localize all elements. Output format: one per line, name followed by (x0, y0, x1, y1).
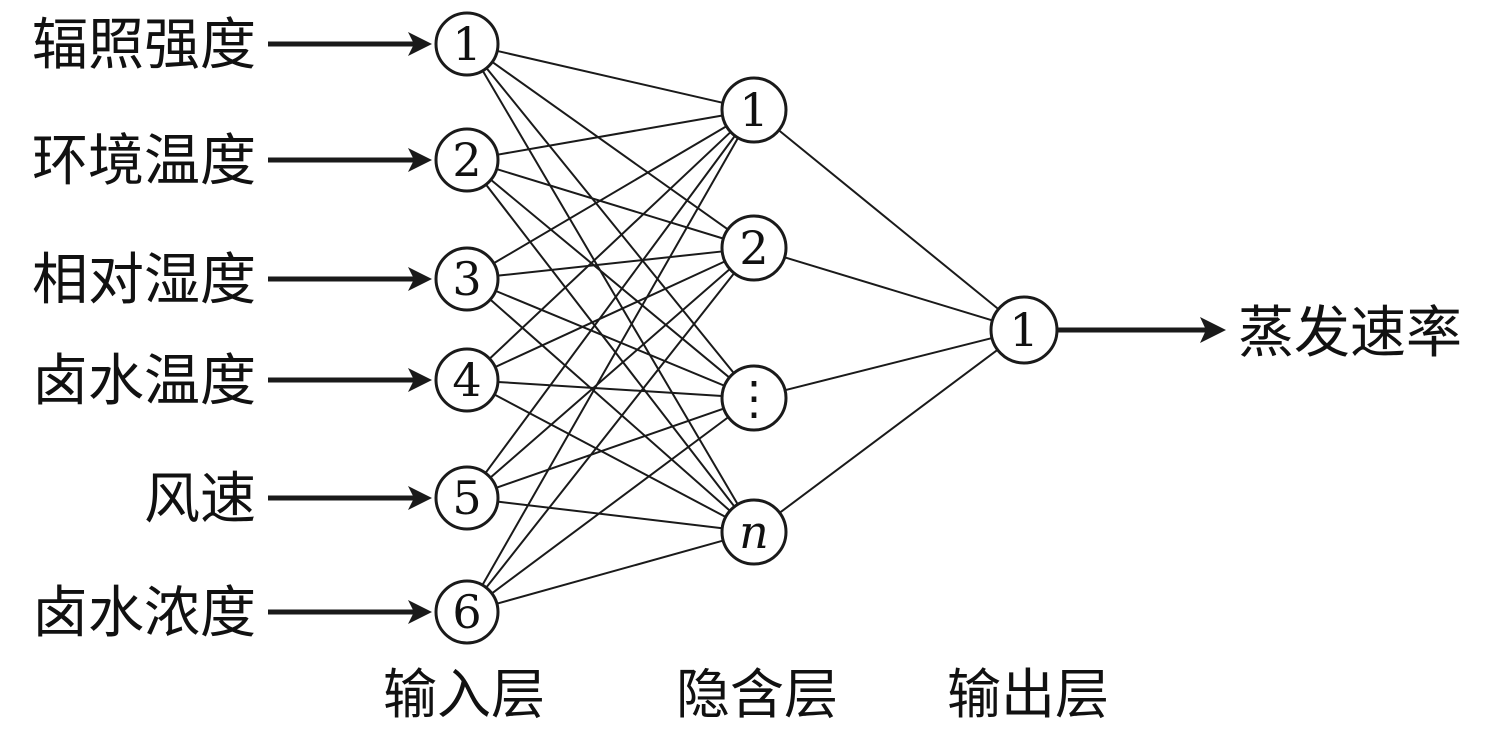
input-node-1-label: 1 (452, 17, 481, 71)
edge-input-2-hidden-2 (496, 168, 724, 240)
edge-input-3-hidden-3 (495, 289, 725, 387)
edge-input-3-hidden-1 (493, 125, 727, 265)
input-label-6: 卤水浓度 (32, 581, 256, 646)
hidden-node-2-label: 2 (739, 221, 768, 275)
input-layer-label: 输入层 (383, 663, 545, 726)
edge-input-6-hidden-1 (481, 137, 739, 586)
edge-input-6-hidden-2 (485, 272, 735, 589)
edge-input-5-hidden-4 (497, 500, 723, 530)
hidden-node-ellipsis (720, 364, 788, 432)
input-node-5 (434, 465, 500, 531)
output-arrowhead (1200, 317, 1226, 343)
input-arrowhead-1 (408, 32, 432, 56)
hidden-layer-nodes: 1 2 ⋮ n (720, 76, 788, 566)
hidden-node-n-label: n (739, 505, 769, 559)
input-node-1 (434, 11, 500, 77)
connections (481, 49, 1000, 605)
output-node-1-label: 1 (1009, 303, 1038, 357)
input-arrowhead-6 (408, 600, 432, 624)
input-arrowhead-2 (408, 148, 432, 172)
input-node-6-label: 6 (452, 585, 481, 639)
edge-input-5-hidden-2 (489, 268, 731, 479)
edge-input-4-hidden-1 (488, 131, 732, 360)
input-node-3-label: 3 (452, 252, 481, 306)
edge-input-5-hidden-1 (484, 135, 736, 474)
edge-input-3-hidden-4 (489, 298, 731, 512)
input-label-4: 卤水温度 (32, 349, 256, 414)
input-label-1: 辐照强度 (32, 13, 256, 78)
input-label-2: 环境温度 (32, 129, 256, 194)
input-node-5-label: 5 (452, 471, 481, 525)
edge-input-3-hidden-2 (497, 250, 723, 277)
edge-input-2-hidden-1 (497, 114, 723, 156)
edge-input-1-hidden-4 (481, 70, 739, 505)
input-node-2-label: 2 (452, 133, 481, 187)
input-labels: 辐照强度 环境温度 相对湿度 卤水温度 风速 卤水浓度 (32, 13, 256, 646)
edge-input-1-hidden-1 (496, 49, 724, 104)
edge-input-5-hidden-3 (495, 407, 725, 489)
output-node-1 (989, 295, 1059, 365)
input-node-4-label: 4 (452, 353, 481, 407)
edge-input-2-hidden-4 (485, 183, 736, 508)
input-arrowhead-5 (408, 486, 432, 510)
edge-input-1-hidden-2 (491, 61, 729, 231)
edge-input-2-hidden-3 (490, 179, 731, 379)
input-node-2 (434, 127, 500, 193)
edge-hidden-2-output-1 (784, 256, 993, 322)
output-layer-label: 输出层 (947, 663, 1109, 726)
hidden-layer-label: 隐含层 (676, 663, 838, 726)
edge-hidden-1-output-1 (778, 129, 1000, 310)
output-layer-nodes: 1 (989, 295, 1059, 365)
input-arrows (268, 32, 432, 624)
input-arrowhead-4 (408, 368, 432, 392)
hidden-node-ellipsis-label: ⋮ (731, 371, 777, 425)
hidden-node-n (720, 498, 788, 566)
hidden-node-1 (720, 76, 788, 144)
input-arrowhead-3 (408, 267, 432, 291)
hidden-node-1-label: 1 (739, 83, 768, 137)
edge-hidden-3-output-1 (784, 337, 993, 392)
edge-input-4-hidden-4 (493, 393, 727, 518)
edge-hidden-4-output-1 (779, 348, 999, 514)
edge-input-1-hidden-3 (485, 67, 735, 374)
input-node-4 (434, 347, 500, 413)
edge-input-6-hidden-4 (496, 539, 724, 605)
input-label-5: 风速 (144, 467, 256, 532)
output-label: 蒸发速率 (1238, 301, 1462, 366)
edge-input-4-hidden-2 (494, 260, 726, 368)
input-node-3 (434, 246, 500, 312)
hidden-node-2 (720, 214, 788, 282)
input-layer-nodes: 1 2 3 4 5 6 (434, 11, 500, 645)
edge-input-6-hidden-3 (491, 416, 729, 595)
edge-input-4-hidden-3 (497, 380, 723, 397)
input-label-3: 相对湿度 (32, 248, 256, 313)
input-node-6 (434, 579, 500, 645)
